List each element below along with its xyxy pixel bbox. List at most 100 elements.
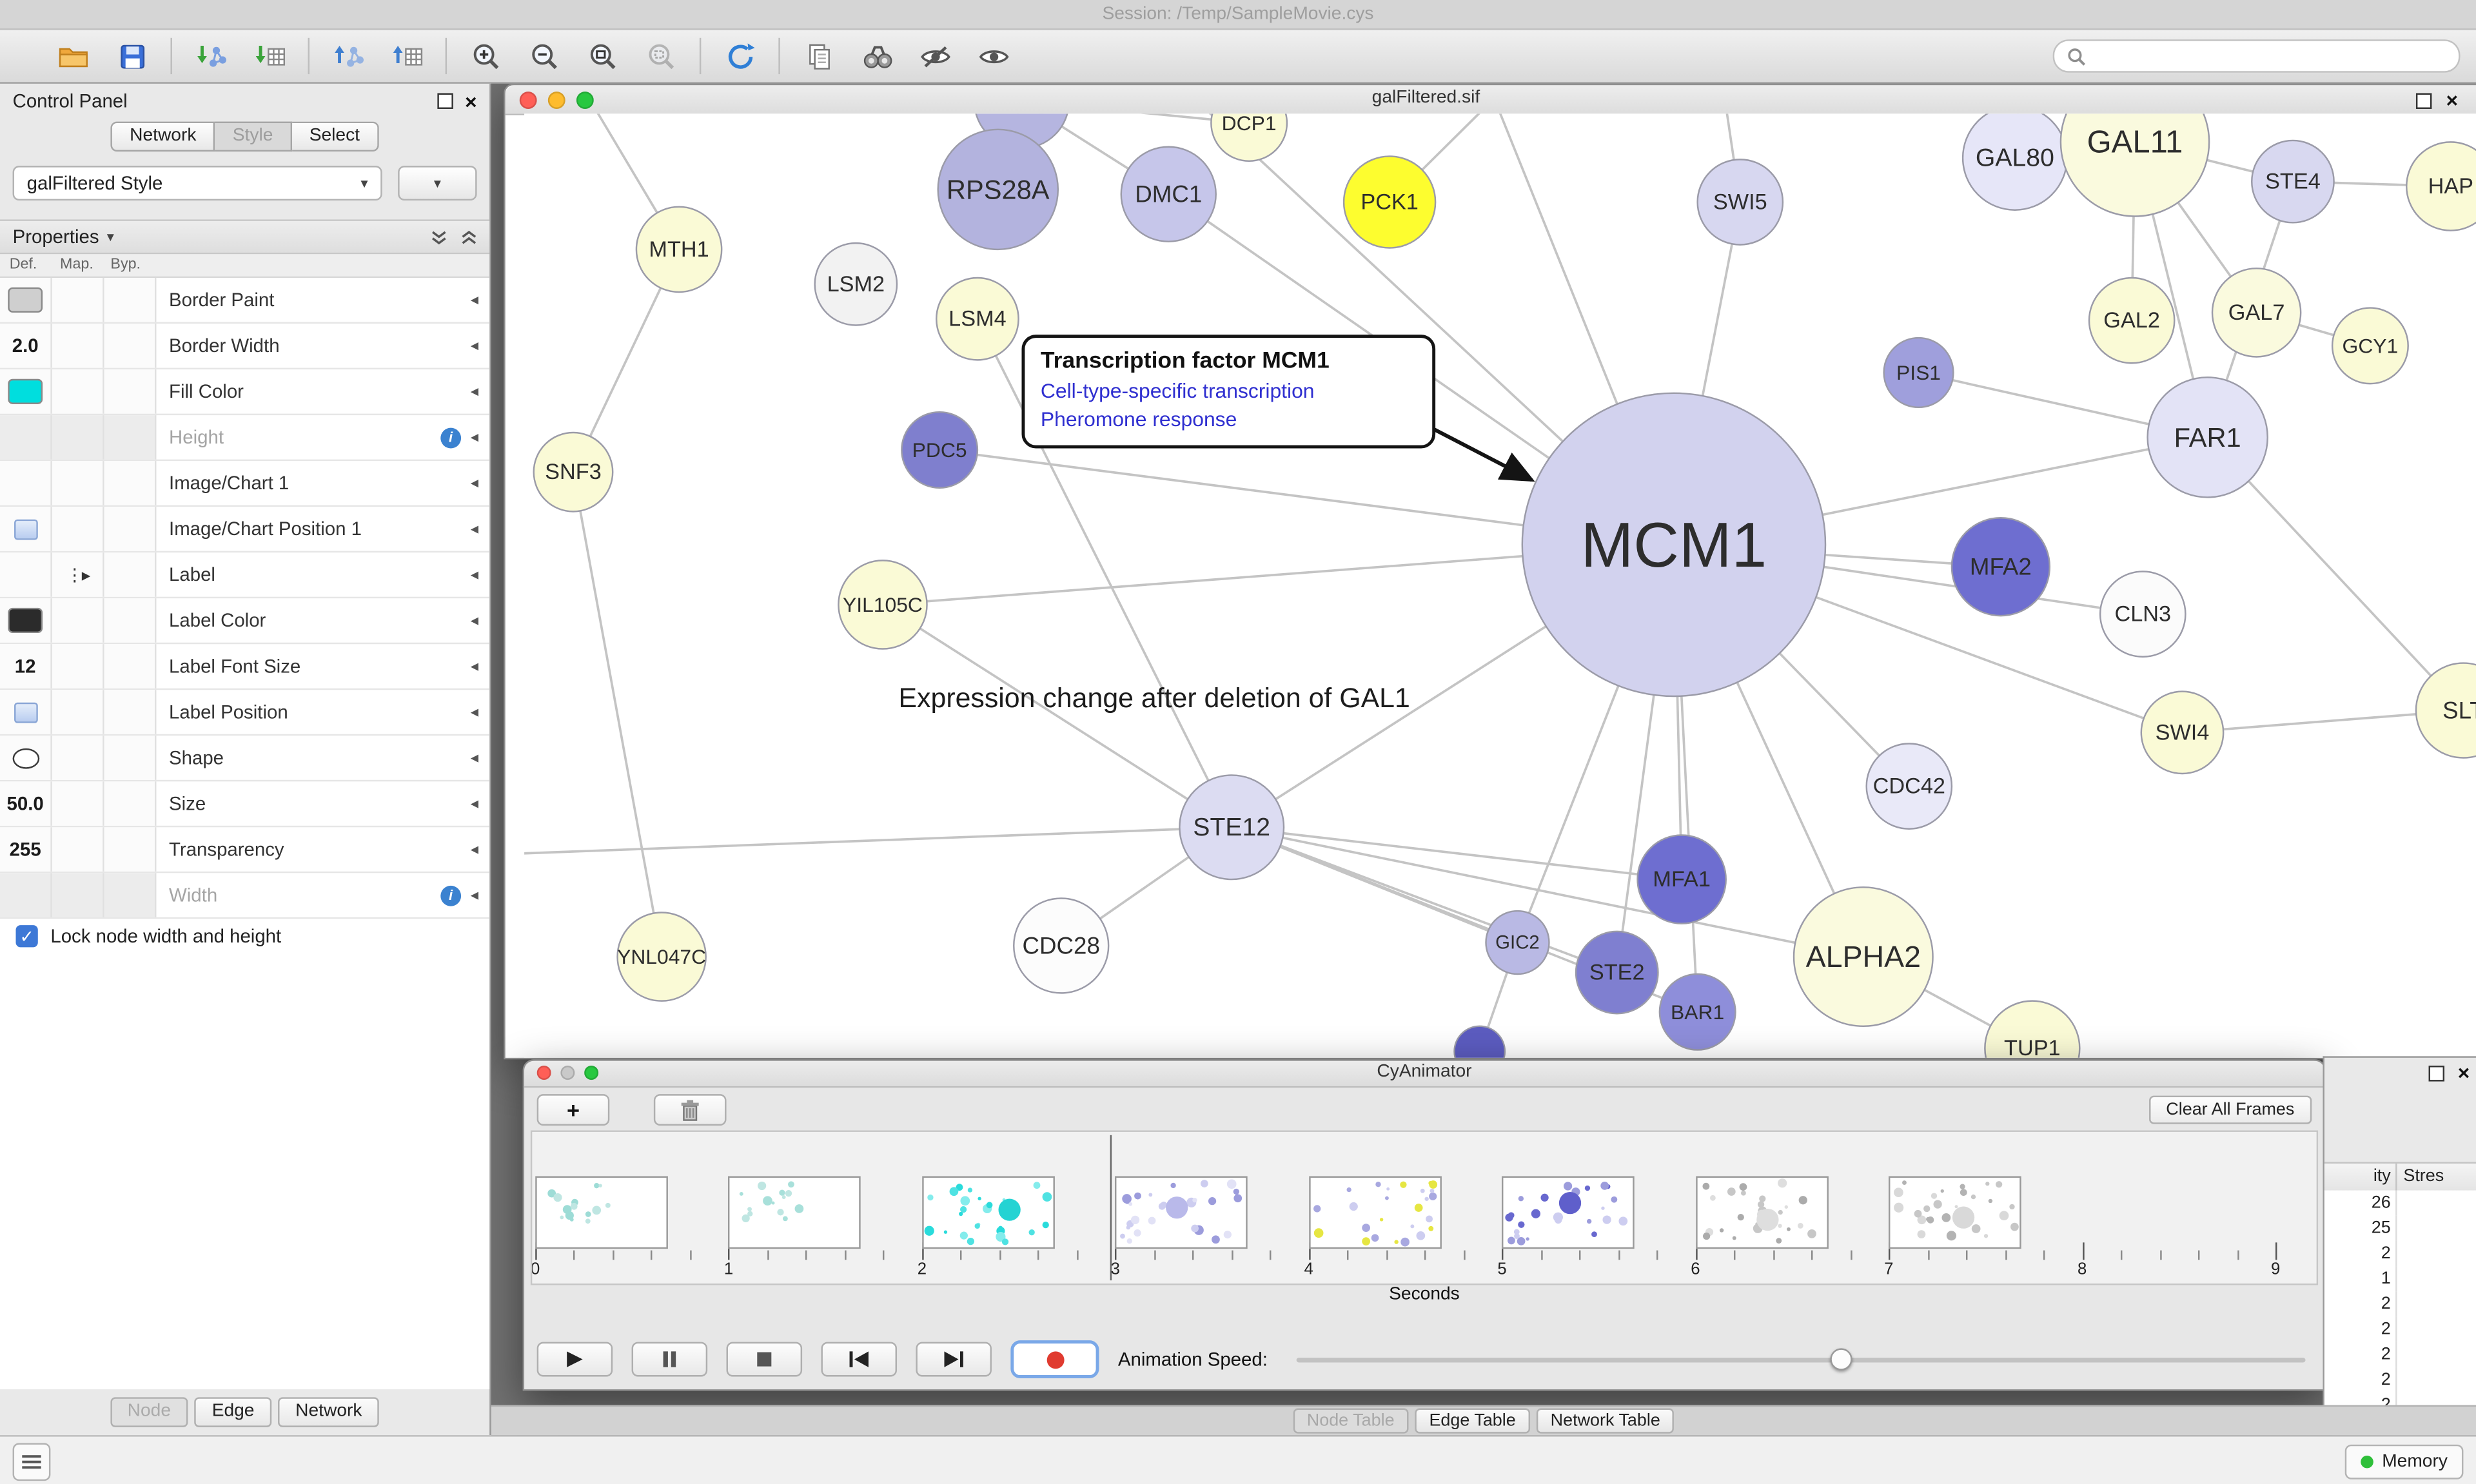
properties-header[interactable]: Properties ▾ [0, 219, 490, 255]
graph-node-MCM1[interactable]: MCM1 [1521, 392, 1827, 698]
graph-node-YNL047C[interactable]: YNL047C [616, 912, 707, 1002]
bypass-value-cell[interactable] [104, 552, 157, 597]
default-value-cell[interactable] [0, 873, 52, 917]
graph-node-LSM4[interactable]: LSM4 [936, 277, 1019, 361]
graph-node-GIC2[interactable]: GIC2 [1485, 910, 1550, 975]
collapse-all-icon[interactable] [461, 228, 477, 246]
close-view-icon[interactable]: × [2446, 88, 2459, 112]
bypass-value-cell[interactable] [104, 736, 157, 780]
default-value-cell[interactable] [0, 690, 52, 734]
export-network-button[interactable] [328, 36, 368, 75]
graph-node-GAL2[interactable]: GAL2 [2088, 277, 2176, 364]
zoom-window-button[interactable] [576, 92, 594, 109]
search-input[interactable] [2094, 44, 2446, 68]
table-row[interactable]: 2 [2324, 1342, 2476, 1367]
graph-node-LSM2[interactable]: LSM2 [814, 242, 898, 326]
float-panel-icon[interactable] [2429, 1064, 2446, 1081]
mapping-value-cell[interactable] [52, 324, 104, 368]
graph-node-CLN3[interactable]: CLN3 [2099, 571, 2186, 658]
default-value-cell[interactable] [0, 598, 52, 643]
mapping-value-cell[interactable] [52, 507, 104, 551]
graph-node-STE2[interactable]: STE2 [1575, 930, 1659, 1015]
import-table-button[interactable] [250, 36, 289, 75]
graph-node-SWI4[interactable]: SWI4 [2140, 690, 2225, 775]
graph-node-PIS1[interactable]: PIS1 [1883, 337, 1954, 409]
frame-thumbnail[interactable] [1308, 1176, 1442, 1249]
mapping-value-cell[interactable] [52, 415, 104, 460]
default-value-cell[interactable] [0, 507, 52, 551]
graph-node-MFA2[interactable]: MFA2 [1950, 517, 2051, 617]
record-button[interactable] [1010, 1340, 1099, 1378]
graph-node-CDC28[interactable]: CDC28 [1013, 897, 1110, 994]
frame-thumbnail[interactable] [1889, 1176, 2022, 1249]
default-value-cell[interactable]: 2.0 [0, 324, 52, 368]
table-column-stress[interactable]: Stres [2403, 1166, 2444, 1186]
graph-node-SLT[interactable]: SLT [2415, 662, 2476, 759]
clear-all-frames-button[interactable]: Clear All Frames [2148, 1095, 2312, 1124]
graph-edge[interactable] [881, 603, 1233, 828]
export-table-button[interactable] [387, 36, 426, 75]
zoom-window-button[interactable] [584, 1066, 599, 1080]
node-table-tab[interactable]: Node Table [1292, 1408, 1409, 1434]
zoom-in-button[interactable] [466, 36, 505, 75]
add-frame-button[interactable]: + [536, 1094, 610, 1126]
delete-frame-button[interactable] [653, 1094, 727, 1126]
hide-selected-button[interactable] [916, 36, 955, 75]
table-row[interactable]: 2 [2324, 1240, 2476, 1267]
graph-node-PDC5[interactable]: PDC5 [901, 411, 979, 489]
refresh-view-button[interactable] [720, 36, 760, 75]
frame-thumbnail[interactable] [1502, 1176, 1635, 1249]
bypass-value-cell[interactable] [104, 873, 157, 917]
graph-node-BAR1[interactable]: BAR1 [1658, 973, 1736, 1051]
graph-node-DMC1[interactable]: DMC1 [1120, 146, 1217, 242]
bypass-value-cell[interactable] [104, 278, 157, 322]
graph-node-GAL7[interactable]: GAL7 [2211, 268, 2302, 358]
mapping-value-cell[interactable] [52, 644, 104, 688]
graph-node-MFA1[interactable]: MFA1 [1636, 834, 1727, 924]
close-window-button[interactable] [519, 92, 537, 109]
annotation-link[interactable]: Pheromone response [1040, 407, 1237, 431]
show-all-button[interactable] [974, 36, 1014, 75]
expand-row-icon[interactable]: ◂ [470, 611, 479, 629]
first-frame-button[interactable] [821, 1342, 898, 1377]
float-window-icon[interactable] [2415, 92, 2432, 108]
property-row[interactable]: Image/Chart Position 1◂ [0, 507, 490, 553]
last-frame-button[interactable] [916, 1342, 992, 1377]
table-row[interactable]: 2 [2324, 1291, 2476, 1317]
default-value-cell[interactable] [0, 278, 52, 322]
table-row[interactable]: 26 [2324, 1190, 2476, 1216]
graph-node-CDC42[interactable]: CDC42 [1865, 743, 1953, 830]
mapping-value-cell[interactable]: ⋮▸ [52, 552, 104, 597]
open-session-button[interactable] [54, 36, 93, 75]
expand-row-icon[interactable]: ◂ [470, 795, 479, 813]
default-value-cell[interactable]: 12 [0, 644, 52, 688]
tab-style[interactable]: Style [215, 121, 292, 152]
graph-edge[interactable] [524, 826, 1232, 855]
expand-row-icon[interactable]: ◂ [470, 886, 479, 904]
property-row[interactable]: Shape◂ [0, 736, 490, 782]
property-row[interactable]: Label Position◂ [0, 690, 490, 736]
bypass-value-cell[interactable] [104, 598, 157, 643]
bypass-value-cell[interactable] [104, 369, 157, 414]
expand-row-icon[interactable]: ◂ [470, 474, 479, 492]
info-icon[interactable]: i [440, 884, 462, 906]
search-box[interactable] [2052, 39, 2461, 73]
expand-row-icon[interactable]: ◂ [470, 841, 479, 859]
expand-row-icon[interactable]: ◂ [470, 382, 479, 400]
cyanimator-titlebar[interactable]: CyAnimator [524, 1060, 2324, 1088]
graph-node-MTH1[interactable]: MTH1 [635, 206, 723, 293]
table-row[interactable]: 25 [2324, 1215, 2476, 1241]
expand-row-icon[interactable]: ◂ [470, 291, 479, 309]
table-column-ity[interactable]: ity [2324, 1163, 2397, 1191]
property-row[interactable]: Image/Chart 1◂ [0, 461, 490, 507]
bypass-value-cell[interactable] [104, 781, 157, 826]
float-panel-icon[interactable] [438, 93, 454, 109]
first-neighbors-button[interactable] [858, 36, 897, 75]
frame-thumbnail[interactable] [1115, 1176, 1248, 1249]
graph-edge[interactable] [2206, 436, 2464, 712]
mapping-value-cell[interactable] [52, 278, 104, 322]
